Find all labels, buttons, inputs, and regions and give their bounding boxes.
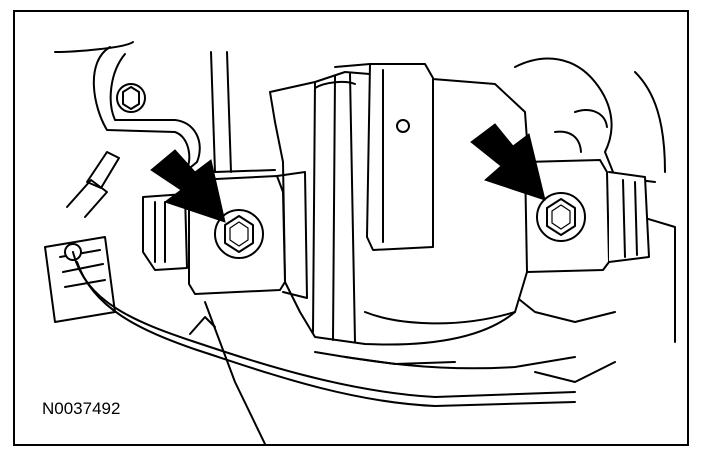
background-structure: [54, 41, 676, 444]
left-nut: [214, 209, 264, 259]
left-bracket: [142, 171, 308, 299]
upper-left-bolt: [116, 83, 146, 113]
right-bracket: [524, 159, 650, 273]
harness-cable: [44, 151, 616, 407]
engine-mount-illustration: [44, 41, 676, 444]
arrow-pointer-icon: [150, 149, 226, 223]
figure-id-label: N0037492: [42, 399, 121, 418]
mount-body: [269, 63, 531, 365]
figure-frame: N0037492: [13, 10, 689, 446]
right-arrow-icon: [470, 123, 546, 201]
left-arrow-icon: [150, 149, 226, 223]
right-nut: [536, 192, 586, 242]
arrow-pointer-icon: [470, 123, 546, 201]
